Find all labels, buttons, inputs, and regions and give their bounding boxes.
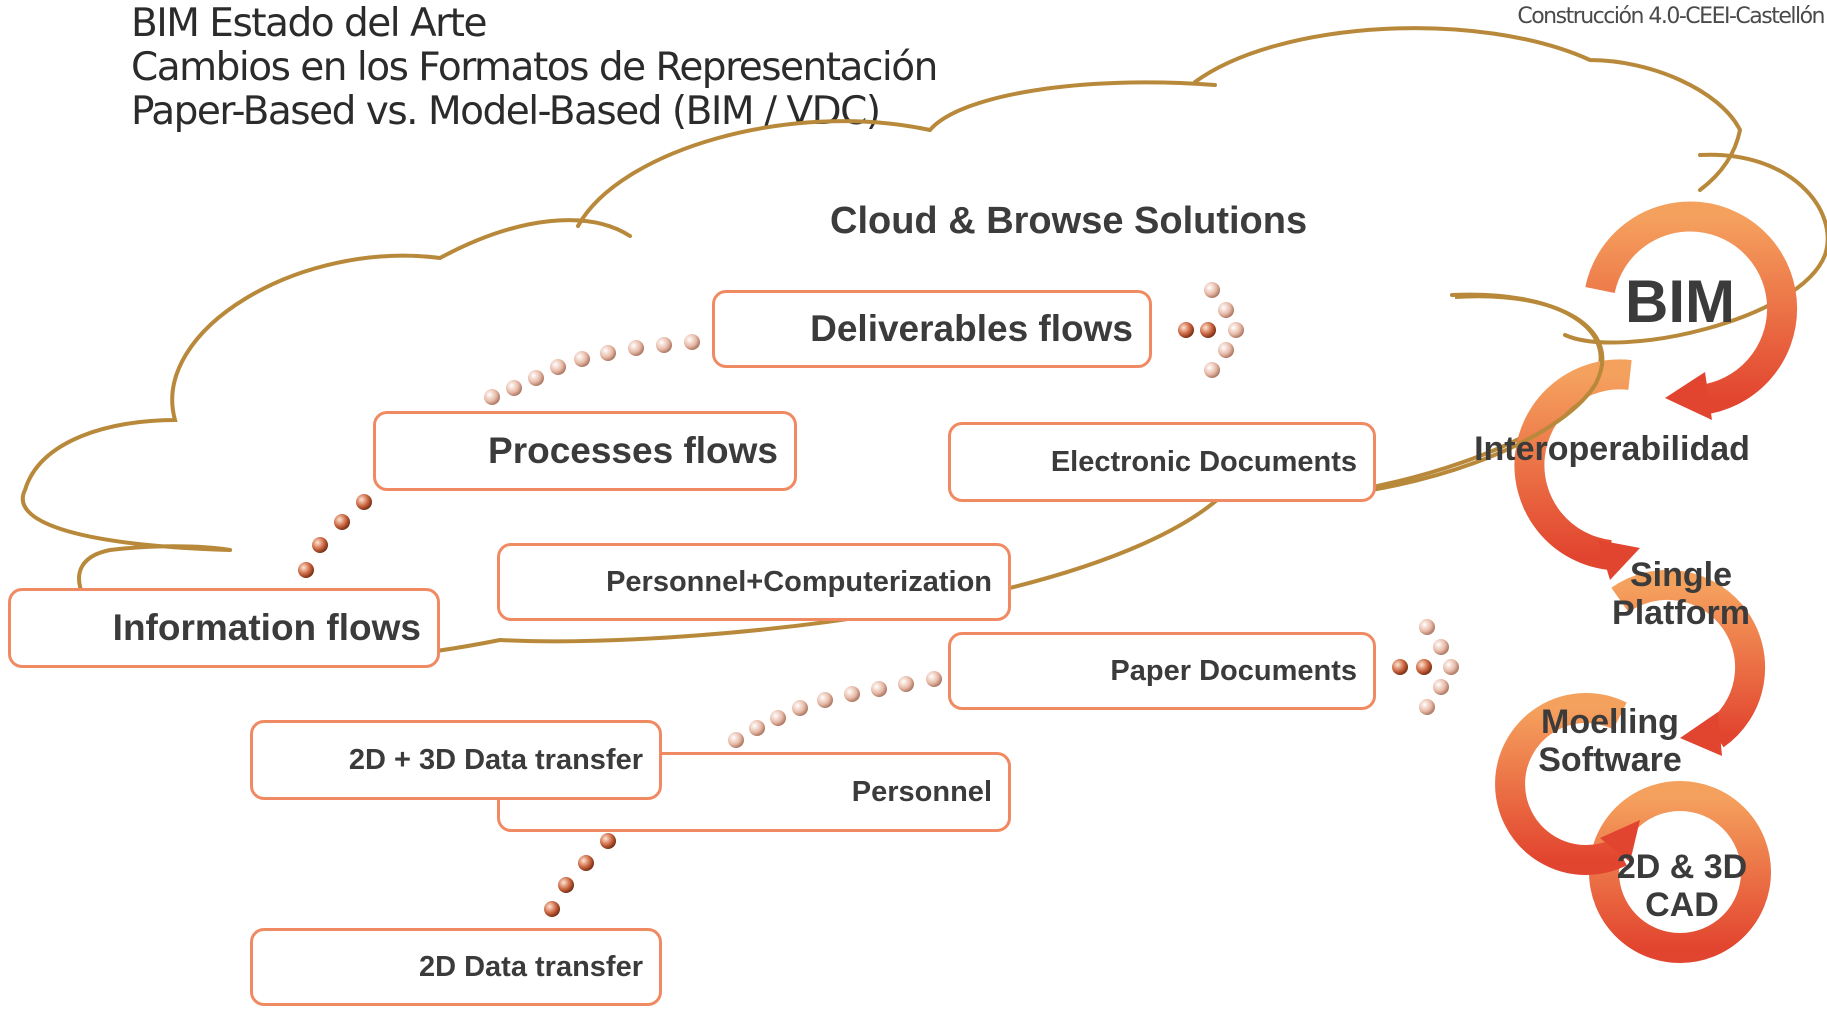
title-line-2: Cambios en los Formatos de Representació…: [131, 45, 938, 90]
personnel-computerization-label: Personnel+Computerization: [606, 565, 992, 598]
dots-2d-to-2d3d: [544, 833, 616, 917]
deliverables-flows-label: Deliverables flows: [810, 308, 1133, 349]
dot-arrow-paper: [1392, 619, 1459, 715]
data-transfer-2d-label: 2D Data transfer: [418, 950, 643, 983]
processes-flows-box: Processes flows: [373, 411, 797, 491]
page-title: BIM Estado del Arte Cambios en los Forma…: [131, 1, 938, 134]
bim-label: BIM: [1625, 268, 1735, 335]
dots-processes-to-deliverables: [484, 334, 700, 405]
interoperabilidad-label: Interoperabilidad: [1474, 430, 1750, 468]
ring-bim: [1585, 201, 1798, 420]
single-platform-label: Single Platform: [1612, 556, 1750, 632]
dot-arrow-deliverables: [1178, 282, 1244, 378]
deliverables-flows-box: Deliverables flows: [712, 290, 1152, 368]
title-line-3: Paper-Based vs. Model-Based (BIM / VDC): [131, 89, 881, 134]
data-transfer-2d-box: 2D Data transfer: [250, 928, 662, 1006]
personnel-computerization-box: Personnel+Computerization: [497, 543, 1011, 621]
information-flows-label: Information flows: [112, 607, 421, 648]
dots-information-to-processes: [298, 494, 372, 578]
information-flows-box: Information flows: [8, 588, 440, 668]
personnel-label: Personnel: [851, 775, 992, 808]
modelling-software-label: Moelling Software: [1538, 703, 1682, 779]
ring-single-platform: [1611, 569, 1765, 756]
processes-flows-label: Processes flows: [488, 430, 778, 471]
cad-label: 2D & 3D CAD: [1616, 848, 1748, 924]
title-line-1: BIM Estado del Arte: [131, 1, 487, 46]
data-transfer-2d3d-label: 2D + 3D Data transfer: [348, 743, 643, 776]
cloud-label: Cloud & Browse Solutions: [830, 200, 1308, 242]
electronic-documents-label: Electronic Documents: [1050, 445, 1357, 478]
dots-personnel-to-paper: [728, 671, 942, 748]
corner-caption: Construcción 4.0-CEEI-Castellón: [1517, 4, 1825, 29]
paper-documents-label: Paper Documents: [1110, 654, 1357, 687]
ring-interoperabilidad: [1514, 359, 1640, 580]
paper-documents-box: Paper Documents: [948, 632, 1376, 710]
cloud-overlay-stroke: [1254, 294, 1605, 502]
data-transfer-2d3d-box: 2D + 3D Data transfer: [250, 720, 662, 800]
ring-modelling: [1495, 693, 1640, 875]
electronic-documents-box: Electronic Documents: [948, 422, 1376, 502]
